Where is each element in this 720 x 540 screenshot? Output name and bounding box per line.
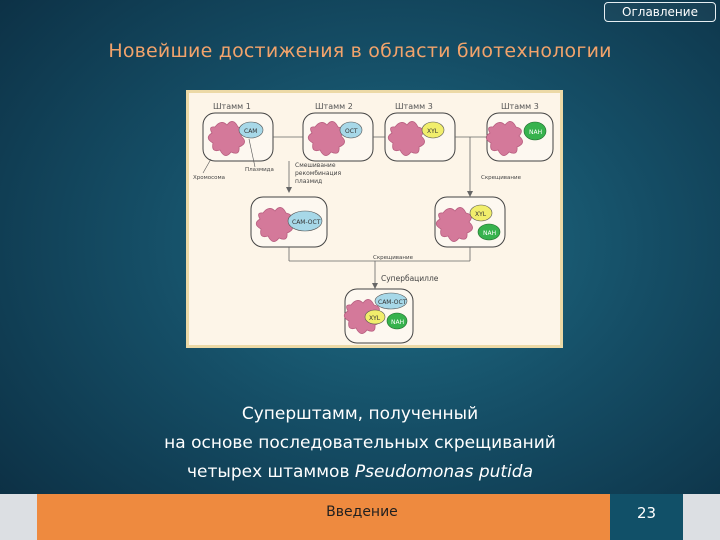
plasmid-label: Плазмида [245, 167, 274, 173]
recomb-label-1: Смешивание [295, 162, 336, 169]
plasmid-cam-oct-bottom-label: CAM-OCT [378, 299, 407, 306]
caption-line-2: на основе последовательных скрещиваний [164, 433, 556, 453]
strain-label-2: Штамм 2 [315, 102, 353, 111]
footer-bar: Введение [37, 494, 610, 540]
strain-label-1: Штамм 1 [213, 102, 251, 111]
plasmid-nah-bottom-label: NAH [391, 319, 404, 326]
recomb-label-3: плазмид [295, 178, 322, 185]
slide-caption: Суперштамм, полученный на основе последо… [100, 400, 620, 487]
toc-button[interactable]: Оглавление [604, 2, 716, 22]
caption-line-3-prefix: четырех штаммов [186, 462, 355, 482]
strain-label-4: Штамм 3 [501, 102, 539, 111]
plasmid-oct-label: OCT [345, 128, 358, 135]
caption-line-3: четырех штаммов Pseudomonas putida [100, 458, 620, 487]
plasmid-cam [238, 121, 264, 139]
cross-label-2: Скрещивание [373, 255, 414, 261]
plasmid-xyl-bottom-label: XYL [369, 315, 381, 322]
plasmid-xyl-mid-label: XYL [475, 211, 487, 218]
plasmid-nah-mid-label: NAH [483, 230, 496, 237]
plasmid-nah [523, 121, 547, 141]
strain-label-3: Штамм 3 [395, 102, 433, 111]
plasmid-xyl-label: XYL [427, 128, 439, 135]
superbacillus-label: Супербацилле [381, 274, 439, 283]
plasmid-nah-label: NAH [529, 129, 542, 136]
strain-crossing-diagram: Штамм 1 Штамм 2 Штамм 3 Штамм 3 CAM OCT … [186, 90, 563, 348]
plasmid-cam-oct-mid-label: CAM-OCT [292, 219, 321, 226]
slide-title: Новейшие достижения в области биотехноло… [108, 40, 612, 62]
plasmid-cam-oct-bottom [374, 292, 408, 310]
plasmid-cam-oct-mid [287, 210, 323, 232]
caption-species: Pseudomonas putida [354, 462, 534, 482]
plasmid-xyl [421, 121, 445, 139]
cross-label-1: Скрещивание [481, 175, 522, 181]
page-number: 23 [636, 504, 657, 522]
footer-right-strip [683, 494, 720, 540]
plasmid-nah-mid [477, 223, 501, 241]
plasmid-nah-bottom [386, 312, 408, 330]
plasmid-cam-label: CAM [244, 128, 257, 135]
plasmid-xyl-bottom [364, 309, 386, 325]
recomb-label-2: рекомбинация [295, 170, 342, 177]
caption-line-1: Суперштамм, полученный [241, 404, 479, 424]
plasmid-oct [339, 121, 363, 139]
page-number-box: 23 [610, 494, 683, 540]
diagram-svg: Штамм 1 Штамм 2 Штамм 3 Штамм 3 CAM OCT … [193, 102, 554, 344]
intro-link[interactable]: Введение [326, 504, 398, 520]
footer-left-strip [0, 494, 37, 540]
plasmid-xyl-mid [469, 204, 493, 222]
slide-footer: Введение 23 [0, 494, 720, 540]
chromosome-label: Хромосома [193, 175, 225, 181]
